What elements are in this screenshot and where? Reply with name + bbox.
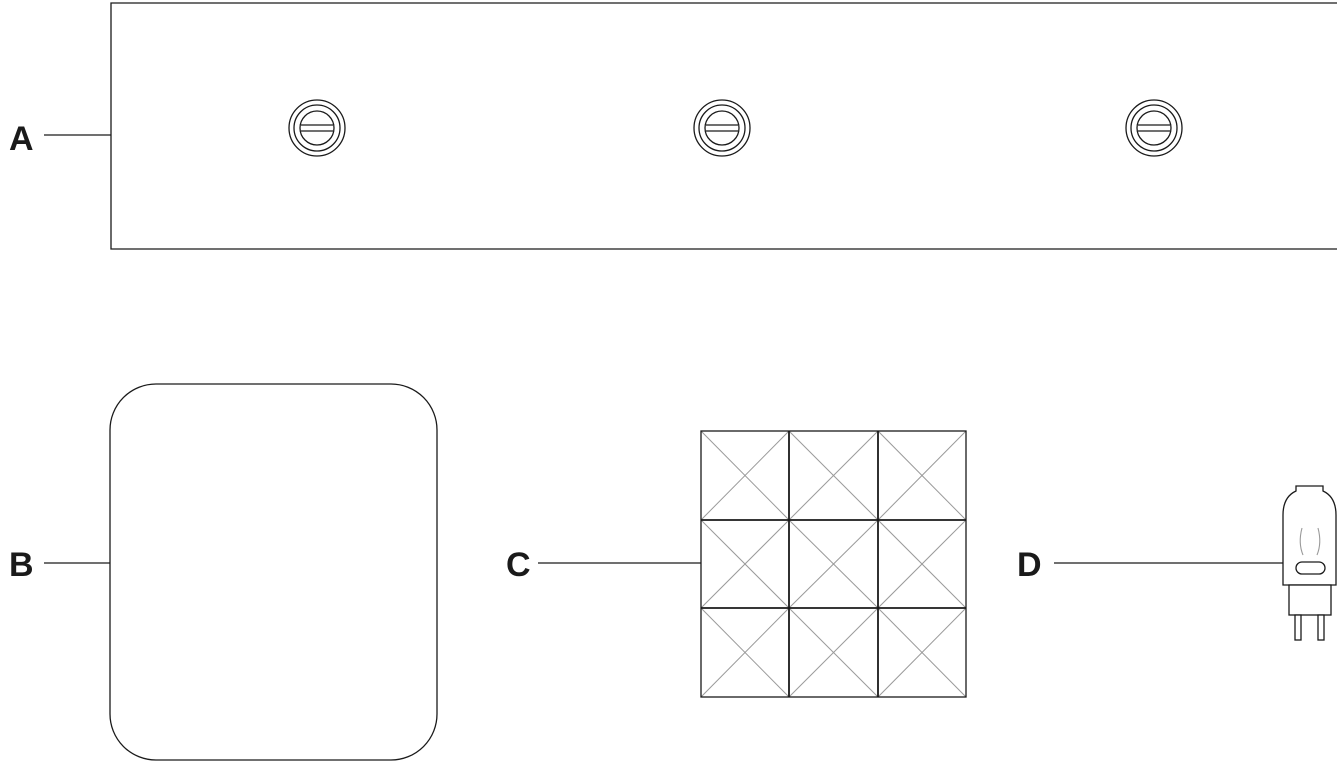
panel-b xyxy=(110,384,437,760)
screw-icon xyxy=(1126,100,1182,156)
label-a: A xyxy=(9,120,34,158)
part-a: A xyxy=(9,3,1337,249)
label-b: B xyxy=(9,546,34,584)
screw-icon xyxy=(694,100,750,156)
plate-a xyxy=(111,3,1337,249)
label-d: D xyxy=(1017,546,1042,584)
screw-icon xyxy=(289,100,345,156)
part-d: D xyxy=(1017,486,1336,640)
part-b: B xyxy=(9,384,437,760)
bulb-icon xyxy=(1283,486,1336,640)
label-c: C xyxy=(506,546,531,584)
tile-grid xyxy=(701,431,966,697)
tile-diagonals xyxy=(701,431,966,697)
part-c: C xyxy=(506,431,966,697)
